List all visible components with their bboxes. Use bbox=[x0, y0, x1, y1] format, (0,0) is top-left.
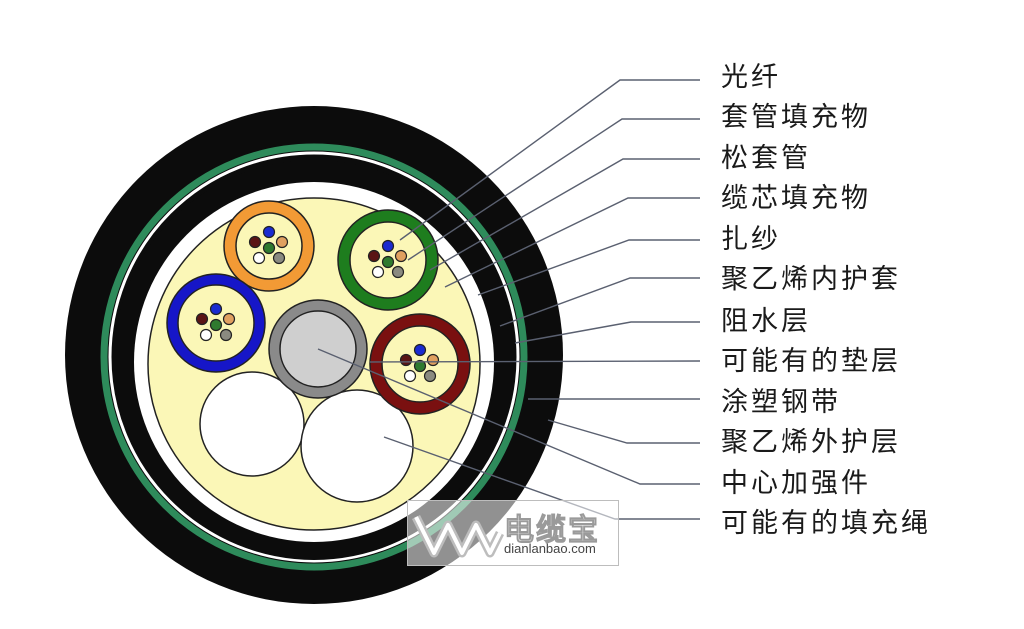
label-fiber: 光纤 bbox=[721, 62, 781, 93]
leader-lines bbox=[317, 79, 701, 520]
optical-fiber bbox=[381, 255, 395, 269]
label-binder-yarn: 扎纱 bbox=[721, 224, 781, 255]
optical-fiber bbox=[426, 353, 440, 367]
optical-fiber bbox=[403, 369, 417, 383]
optical-fiber bbox=[262, 225, 276, 239]
label-central-strength-member: 中心加强件 bbox=[721, 468, 871, 499]
optical-fiber bbox=[272, 251, 286, 265]
label-pe-outer-sheath: 聚乙烯外护层 bbox=[721, 427, 901, 458]
label-coated-steel-tape: 涂塑钢带 bbox=[721, 387, 841, 418]
optical-fiber bbox=[219, 328, 233, 342]
optical-fibers bbox=[195, 225, 440, 383]
optical-fiber bbox=[252, 251, 266, 265]
label-tube-filler: 套管填充物 bbox=[721, 102, 871, 133]
optical-fiber bbox=[413, 359, 427, 373]
optical-fiber bbox=[394, 249, 408, 263]
filler-rope bbox=[300, 389, 414, 503]
filler-rope bbox=[199, 371, 305, 477]
optical-fiber bbox=[371, 265, 385, 279]
watermark-domain: dianlanbao.com bbox=[504, 541, 596, 556]
optical-fiber bbox=[423, 369, 437, 383]
label-cable-core-filler: 缆芯填充物 bbox=[721, 183, 871, 214]
optical-fiber bbox=[367, 249, 381, 263]
label-loose-tube: 松套管 bbox=[721, 143, 811, 174]
watermark: 电缆宝 dianlanbao.com bbox=[407, 500, 619, 566]
optical-fiber bbox=[275, 235, 289, 249]
label-pe-inner-sheath: 聚乙烯内护套 bbox=[721, 264, 901, 295]
dianlanbao-logo-icon bbox=[412, 514, 504, 558]
label-optional-bedding-layer: 可能有的垫层 bbox=[721, 346, 901, 377]
optical-fiber bbox=[399, 353, 413, 367]
optical-fiber bbox=[381, 239, 395, 253]
bedding-layer bbox=[108, 151, 520, 563]
optical-fiber bbox=[222, 312, 236, 326]
optical-fiber bbox=[262, 241, 276, 255]
optical-fiber bbox=[195, 312, 209, 326]
optical-fiber bbox=[199, 328, 213, 342]
optical-fiber bbox=[413, 343, 427, 357]
optical-fiber bbox=[391, 265, 405, 279]
label-water-blocking-layer: 阻水层 bbox=[721, 306, 811, 337]
optical-fiber bbox=[209, 302, 223, 316]
watermark-brand-name: 电缆宝 bbox=[504, 513, 600, 549]
label-optional-filler-rope: 可能有的填充绳 bbox=[721, 508, 931, 539]
coated-steel-tape bbox=[100, 143, 528, 571]
optical-fiber bbox=[209, 318, 223, 332]
optical-fiber bbox=[248, 235, 262, 249]
